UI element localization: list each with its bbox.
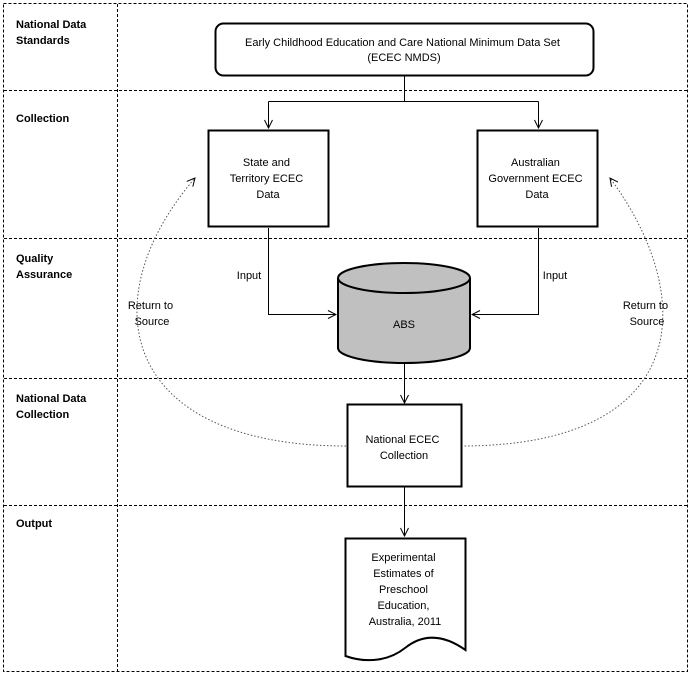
swimlane-frame (3, 3, 688, 672)
outer-border (3, 3, 688, 672)
return-to-source-label-right: Return to Source (623, 300, 671, 328)
nmds-box (214, 22, 595, 77)
cylinder-body (337, 278, 471, 364)
abs-database-cylinder (337, 262, 471, 364)
nmds-label: Early Childhood Education and Care Natio… (245, 37, 563, 64)
lane-label-collection: Collection (16, 113, 69, 125)
connectors (269, 76, 539, 536)
national-collection-box (346, 403, 463, 488)
arrow-government-to-abs (472, 228, 539, 315)
lane-label-national: National Data Collection (16, 393, 89, 421)
cylinder-top (337, 262, 471, 294)
arrow-state-to-abs (268, 228, 337, 315)
government-data-box (476, 129, 599, 228)
state-territory-data-label: State and Territory ECEC Data (230, 157, 306, 201)
lane-label-standards: National Data Standards (16, 19, 89, 47)
lane-label-quality: Quality Assurance (16, 253, 72, 281)
output-document-label: Experimental Estimates of Preschool Educ… (369, 552, 442, 628)
abs-label: ABS (393, 319, 415, 331)
government-data-label: Australian Government ECEC Data (488, 157, 585, 201)
input-label-left: Input (237, 270, 261, 282)
return-to-source-label-left: Return to Source (128, 300, 176, 328)
output-document-shape (344, 537, 467, 662)
input-label-right: Input (543, 270, 567, 282)
lane-label-output: Output (16, 518, 52, 530)
national-collection-label: National ECEC Collection (365, 434, 442, 462)
state-territory-data-box (207, 129, 330, 228)
